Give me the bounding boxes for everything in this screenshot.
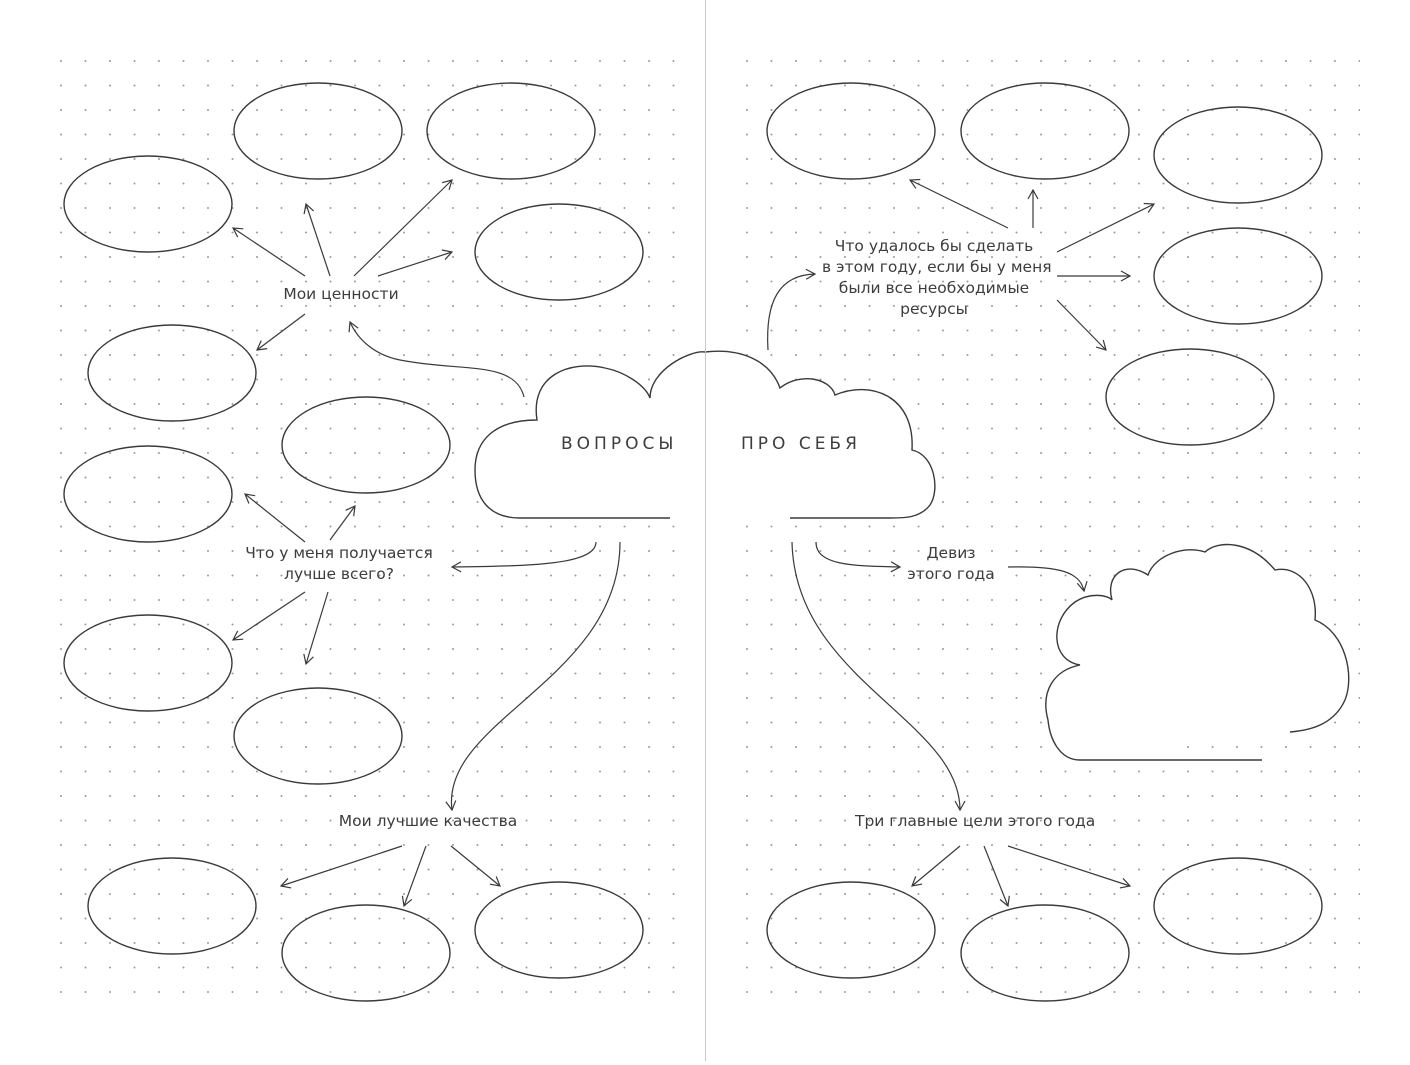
arrow — [401, 845, 427, 908]
arrow — [377, 249, 454, 277]
answer-ellipse[interactable] — [1153, 857, 1323, 955]
answer-ellipse[interactable] — [233, 687, 403, 785]
resources-ellipses — [766, 82, 1323, 446]
goals-arrows — [791, 541, 1132, 908]
answer-ellipse[interactable] — [87, 857, 257, 955]
answer-ellipse[interactable] — [766, 82, 936, 180]
label-line: ресурсы — [900, 300, 968, 318]
answer-ellipse[interactable] — [63, 155, 233, 253]
qualities-arrows — [279, 541, 621, 908]
answer-ellipse[interactable] — [63, 614, 233, 712]
answer-ellipse[interactable] — [281, 904, 451, 1002]
answer-ellipse[interactable] — [474, 881, 644, 979]
label-qualities: Мои лучшие качества — [338, 812, 518, 830]
label-resources: Что удалось бы сделать в этом году, если… — [822, 236, 1052, 320]
arrow — [911, 845, 961, 887]
label-line: были все необходимые — [838, 279, 1030, 297]
arrow — [1007, 845, 1132, 889]
values-arrows — [231, 179, 525, 398]
arrow — [303, 202, 331, 277]
answer-ellipse[interactable] — [63, 445, 233, 543]
arrow — [303, 591, 329, 666]
title-right: ПРО СЕБЯ — [741, 434, 861, 454]
arrow — [1056, 202, 1156, 253]
arrow — [244, 493, 306, 543]
resources-arrows — [767, 178, 1156, 351]
arrow — [908, 178, 1009, 229]
label-line: Что удалось бы сделать — [834, 237, 1034, 255]
arrow — [450, 541, 597, 573]
arrow — [256, 313, 306, 351]
arrow — [353, 179, 453, 277]
answer-ellipse[interactable] — [1153, 106, 1323, 204]
label-values: Мои ценности — [283, 285, 399, 303]
label-motto: Девиз этого года — [895, 543, 1007, 585]
label-line: Девиз — [926, 544, 976, 562]
values-ellipses — [63, 82, 644, 422]
best-at-arrows — [231, 493, 597, 666]
qualities-ellipses — [87, 857, 644, 1002]
arrow — [767, 268, 817, 351]
arrow — [445, 541, 621, 812]
answer-ellipse[interactable] — [960, 82, 1130, 180]
arrow — [791, 541, 966, 812]
goals-ellipses — [766, 857, 1323, 1002]
best-at-ellipses — [63, 396, 451, 785]
arrow — [815, 541, 902, 573]
motto-cloud[interactable] — [1045, 543, 1350, 761]
answer-ellipse[interactable] — [474, 203, 644, 301]
label-goals: Три главные цели этого года — [855, 812, 1096, 830]
answer-ellipse[interactable] — [426, 82, 596, 180]
label-line: в этом году, если бы у меня — [822, 258, 1052, 276]
motto-arrows — [815, 541, 1088, 593]
arrow — [279, 845, 403, 889]
title-left: ВОПРОСЫ — [561, 434, 678, 454]
answer-ellipse[interactable] — [766, 881, 936, 979]
dot-grid-right-page — [730, 48, 1360, 1013]
arrow — [1056, 299, 1107, 351]
label-best-at: Что у меня получается лучше всего? — [240, 543, 438, 585]
label-line: лучше всего? — [284, 565, 394, 583]
arrow — [450, 845, 501, 887]
arrow — [231, 591, 306, 641]
book-spine — [705, 0, 706, 1061]
arrow — [983, 845, 1010, 908]
answer-ellipse[interactable] — [1153, 227, 1323, 325]
answer-ellipse[interactable] — [281, 396, 451, 494]
arrow — [329, 505, 356, 541]
arrow — [231, 227, 306, 277]
arrow — [1007, 566, 1088, 593]
answer-ellipse[interactable] — [1105, 348, 1275, 446]
answer-ellipse[interactable] — [960, 904, 1130, 1002]
dot-grid-left-page — [55, 48, 685, 1013]
arrow — [348, 320, 525, 398]
answer-ellipse[interactable] — [87, 324, 257, 422]
label-line: Что у меня получается — [245, 544, 433, 562]
title-cloud — [474, 350, 936, 519]
label-line: этого года — [907, 565, 995, 583]
answer-ellipse[interactable] — [233, 82, 403, 180]
